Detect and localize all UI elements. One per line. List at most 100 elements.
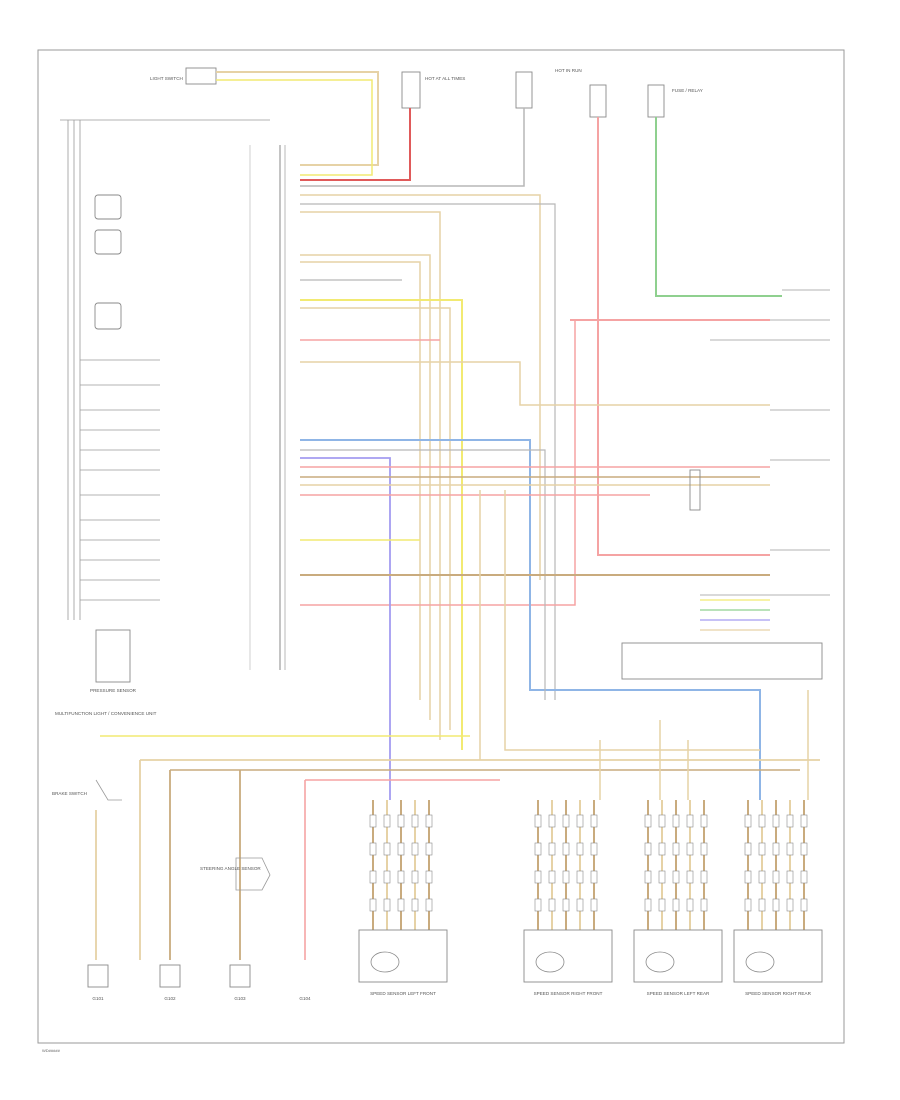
wire-tan — [300, 211, 441, 740]
connector-pin-icon — [369, 898, 377, 912]
speed-sensor-box — [358, 929, 448, 983]
connector-pin-icon — [658, 870, 666, 884]
bottom-left-devices: G101 G102 G103 G104 BRAKE SWITCH STEERIN… — [52, 779, 311, 1001]
wire-tan — [300, 261, 421, 700]
fuse-icon — [647, 84, 665, 118]
connector-pin-icon — [562, 870, 570, 884]
connector-pin-icon — [411, 870, 419, 884]
fuse-label-hot-in-run: HOT IN RUN — [555, 68, 582, 73]
speed-sensor-label: SPEED SENSOR LEFT REAR — [647, 991, 710, 996]
connector-pin-icon — [658, 842, 666, 856]
connector-pin-icon — [562, 814, 570, 828]
top-fuse-block: LIGHT SWITCH HOT AT ALL TIMES HOT IN RUN… — [150, 67, 703, 118]
connector-pin-icon — [397, 870, 405, 884]
steering-sensor-label: STEERING ANGLE SENSOR — [200, 866, 261, 871]
connector-pin-icon — [644, 842, 652, 856]
connector-pin-icon — [534, 870, 542, 884]
control-module — [249, 145, 286, 670]
connector-pin-icon — [758, 814, 766, 828]
speed-sensor-label: SPEED SENSOR LEFT FRONT — [370, 991, 436, 996]
connector-pin-icon — [590, 842, 598, 856]
ground-connector — [229, 964, 251, 988]
connector-pin-icon — [700, 870, 708, 884]
connector-pin-icon — [686, 842, 694, 856]
wire-blue — [300, 439, 761, 800]
speed-sensor-3: SPEED SENSOR LEFT REAR — [633, 800, 723, 996]
connector-pin-icon — [397, 842, 405, 856]
sensor-icon — [645, 951, 675, 973]
steering-sensor-icon — [235, 857, 271, 891]
connector-pin-icon — [786, 870, 794, 884]
ground-connector — [159, 964, 181, 988]
wire-red — [300, 320, 576, 606]
connector-pin-icon — [672, 898, 680, 912]
speed-sensor-4: SPEED SENSOR RIGHT REAR — [733, 800, 823, 996]
speed-sensor-box — [633, 929, 723, 983]
ground-connector — [87, 964, 109, 988]
sensor-icon — [535, 951, 565, 973]
sensor-icon — [370, 951, 400, 973]
wire-tan — [300, 194, 541, 580]
connector-pin-icon — [576, 870, 584, 884]
connector-pin-icon — [758, 870, 766, 884]
connector-pin-icon — [672, 842, 680, 856]
connector-pin-icon — [383, 842, 391, 856]
brake-switch-label: BRAKE SWITCH — [52, 791, 87, 796]
abs-note-label: MULTIFUNCTION LIGHT / CONVENIENCE UNIT — [55, 711, 157, 716]
connector-pin-icon — [644, 814, 652, 828]
speed-sensor-box — [733, 929, 823, 983]
wire-violet — [300, 457, 391, 800]
connector-pin-icon — [786, 842, 794, 856]
speed-sensor-label: SPEED SENSOR RIGHT FRONT — [534, 991, 603, 996]
switch-row-group — [80, 359, 160, 601]
connector-pin-icon — [548, 898, 556, 912]
connector-pin-icon — [562, 898, 570, 912]
connector-pin-icon — [644, 898, 652, 912]
connector-pin-icon — [772, 814, 780, 828]
fuse-label-hot-at-all-times: HOT AT ALL TIMES — [425, 76, 465, 81]
pressure-sensor-box — [95, 629, 131, 683]
wire-tan — [300, 254, 431, 720]
right-connectors — [621, 289, 830, 680]
connector-pin-icon — [383, 814, 391, 828]
connector-pin-icon — [576, 898, 584, 912]
fuse-icon — [589, 84, 607, 118]
connector-pin-icon — [411, 814, 419, 828]
diagram-frame — [37, 49, 845, 1044]
connector-icon — [689, 469, 701, 511]
wire-green — [655, 117, 782, 297]
connector-pin-icon — [590, 898, 598, 912]
speed-sensor-row: SPEED SENSOR LEFT FRONT SPEED SENSOR RIGH… — [358, 800, 823, 996]
wire-yellow — [216, 79, 373, 176]
connector-pin-icon — [686, 814, 694, 828]
fuse-icon — [401, 71, 421, 109]
connector-pin-icon — [383, 898, 391, 912]
connector-pin-icon — [548, 842, 556, 856]
speed-sensor-2: SPEED SENSOR RIGHT FRONT — [523, 800, 613, 996]
connector-pin-icon — [425, 842, 433, 856]
connector-pin-icon — [672, 870, 680, 884]
connector-pin-icon — [800, 814, 808, 828]
connector-pin-icon — [700, 898, 708, 912]
connector-pin-icon — [576, 842, 584, 856]
left-component-stack: PRESSURE SENSOR — [60, 119, 270, 693]
connector-pin-icon — [383, 870, 391, 884]
connector-pin-icon — [786, 814, 794, 828]
connector-pin-icon — [397, 898, 405, 912]
relay-icon — [94, 194, 122, 220]
connector-pin-icon — [800, 870, 808, 884]
connector-pin-icon — [397, 814, 405, 828]
connector-pin-icon — [411, 898, 419, 912]
wire-tan — [300, 307, 451, 730]
wire-gray — [300, 203, 556, 700]
wire-yellow — [300, 299, 463, 750]
connector-pin-icon — [686, 870, 694, 884]
wire-gray — [300, 449, 546, 700]
connector-pin-icon — [534, 814, 542, 828]
connector-pin-icon — [425, 814, 433, 828]
connector-pin-icon — [534, 898, 542, 912]
light-switch-box — [185, 67, 217, 85]
connector-pin-icon — [590, 814, 598, 828]
connector-box — [621, 642, 823, 680]
